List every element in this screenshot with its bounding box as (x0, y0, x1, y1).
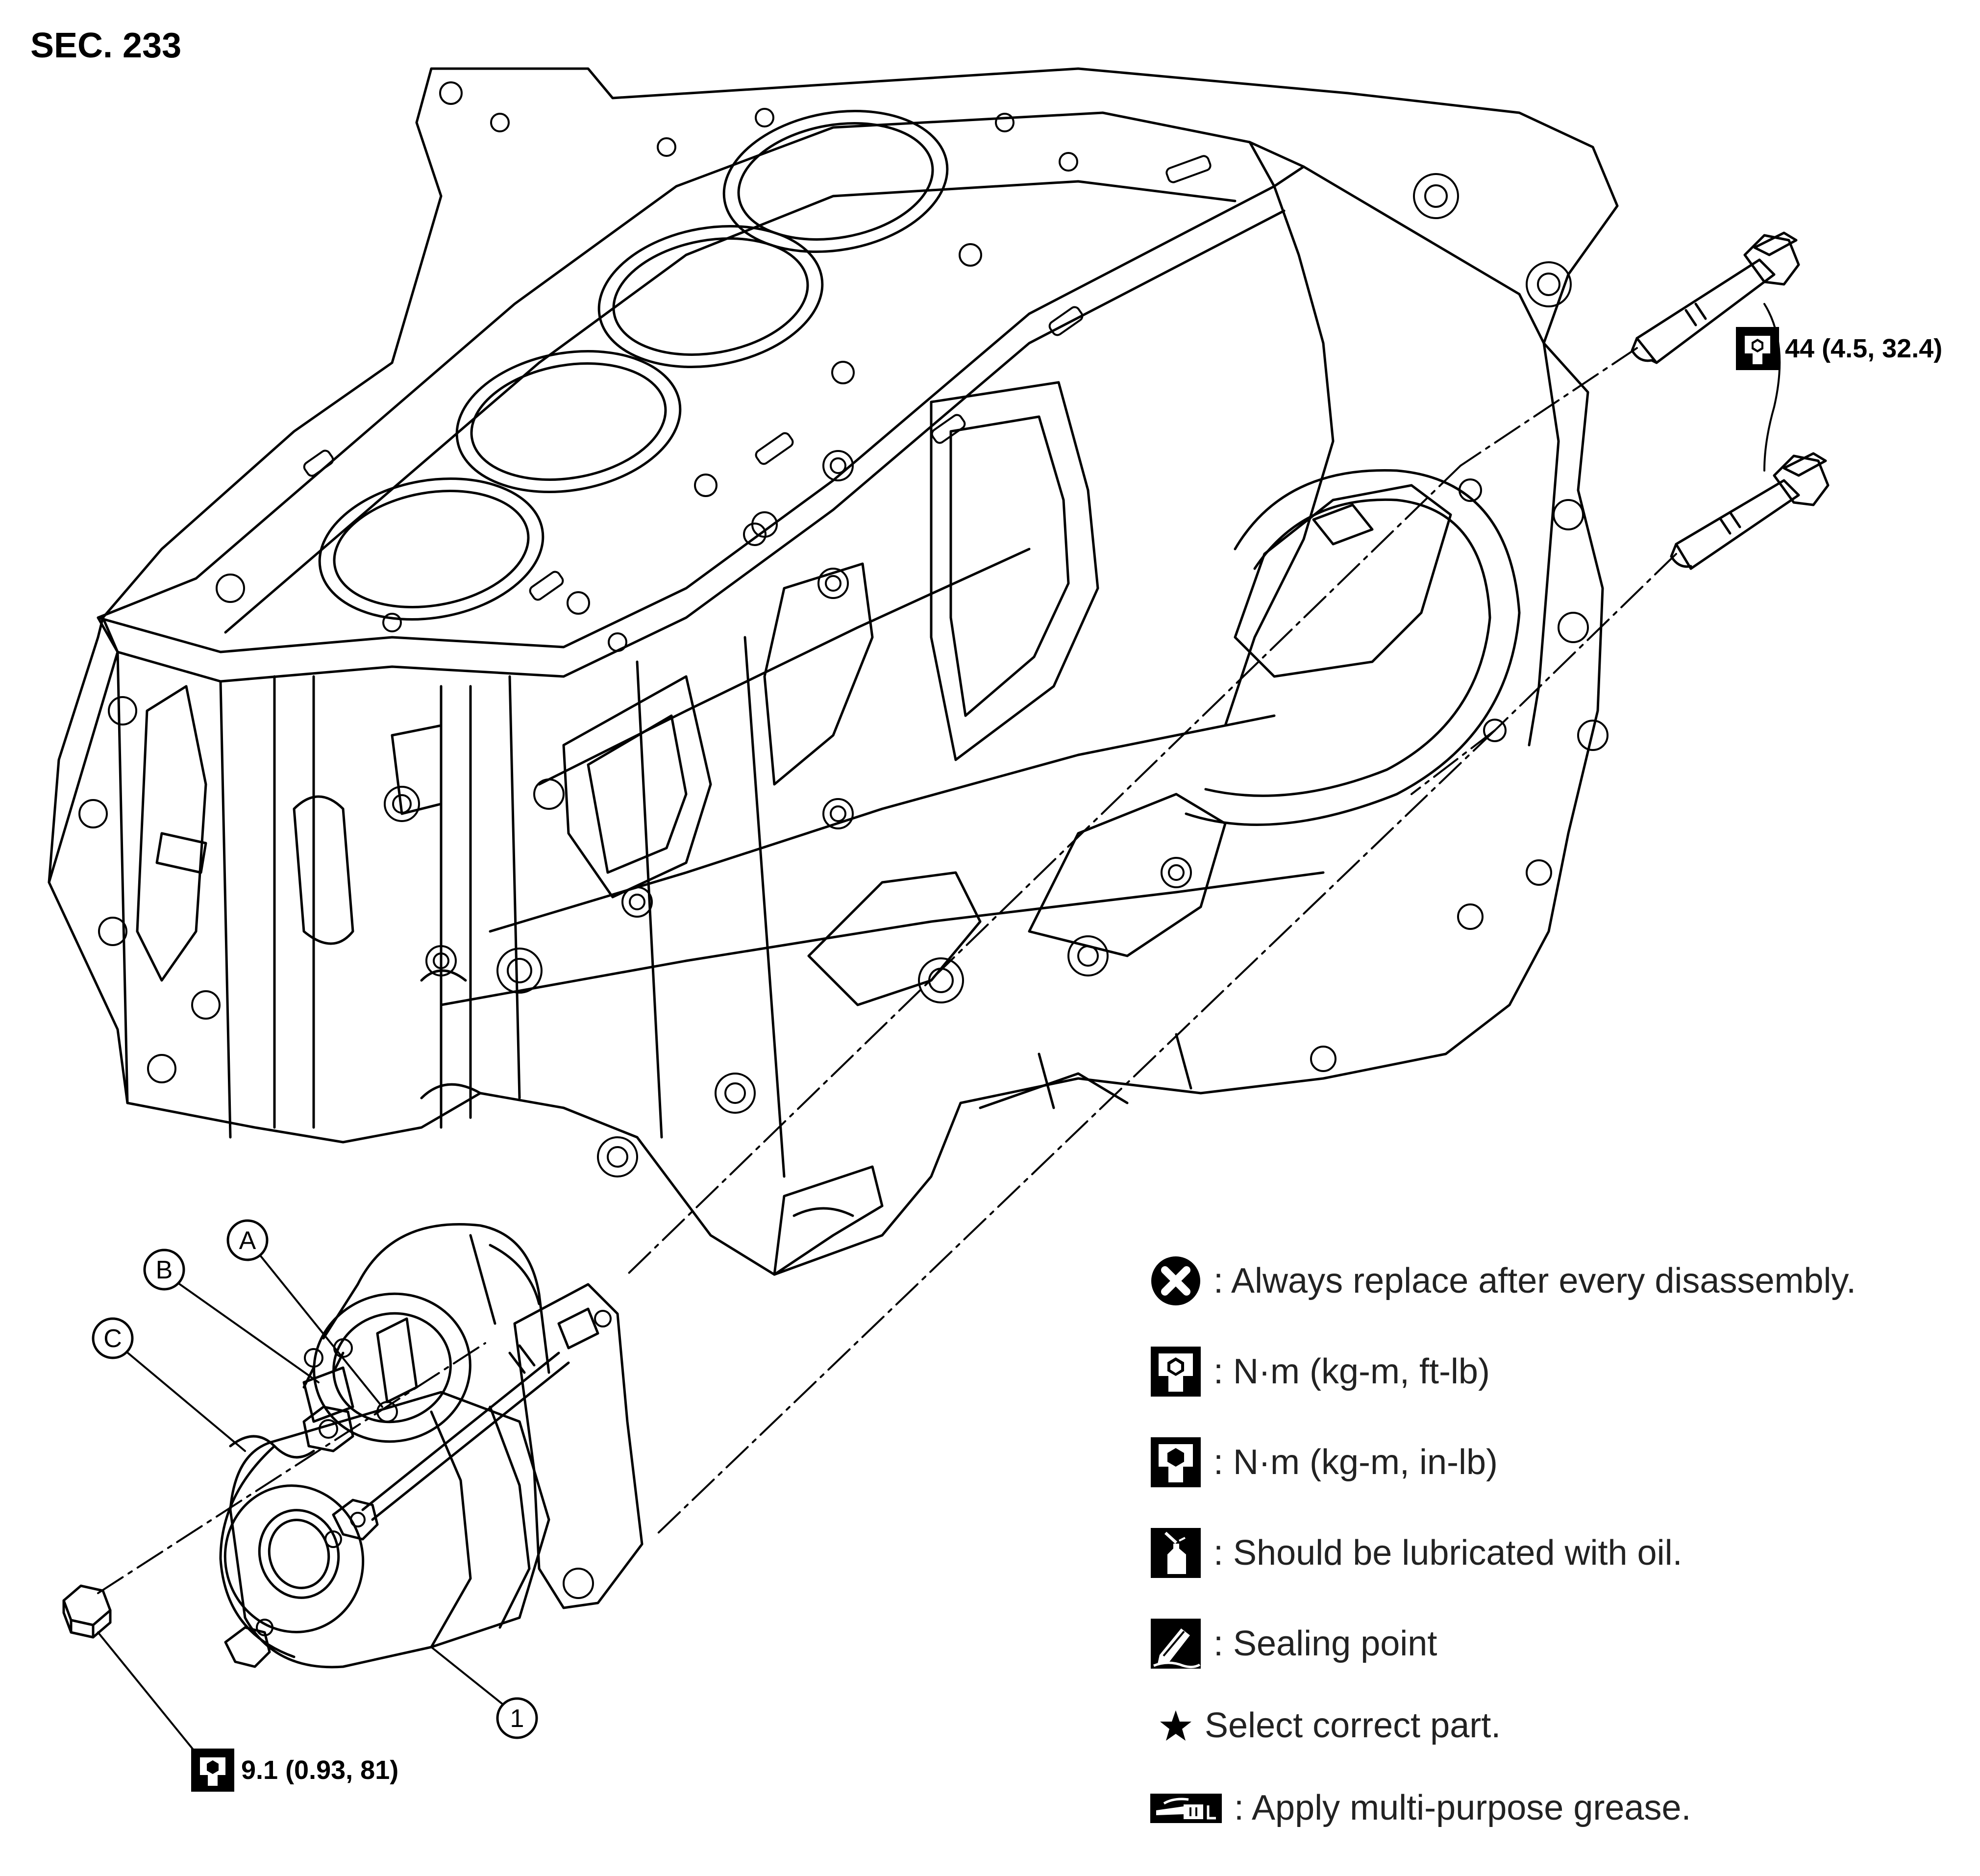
legend-text-torque-ftlb: : N·m (kg-m, ft-lb) (1213, 1351, 1490, 1391)
legend-text-replace: : Always replace after every disassembly… (1213, 1261, 1856, 1301)
lower-nut (62, 1584, 112, 1639)
legend-row-grease: : Apply multi-purpose grease. (1147, 1762, 1960, 1853)
torque-inlb-icon (191, 1749, 234, 1792)
legend-row-sealing: : Sealing point (1147, 1598, 1960, 1689)
always-replace-icon (1147, 1252, 1205, 1310)
callout-a: A (226, 1219, 269, 1261)
star-icon (1147, 1703, 1205, 1748)
symbol-legend: : Always replace after every disassembly… (1147, 1235, 1960, 1853)
legend-text-sealing: : Sealing point (1213, 1624, 1437, 1663)
legend-text-star: Select correct part. (1205, 1706, 1501, 1745)
callout-a-label: A (239, 1226, 256, 1255)
torque-ftlb-icon (1736, 327, 1779, 370)
lower-torque-spec: 9.1 (0.93, 81) (190, 1748, 398, 1793)
upper-torque-spec: 44 (4.5, 32.4) (1735, 326, 1942, 371)
legend-row-oil: : Should be lubricated with oil. (1147, 1507, 1960, 1598)
callout-c: C (92, 1317, 134, 1359)
callout-c-label: C (103, 1325, 122, 1353)
install-lines (97, 347, 1677, 1594)
grease-gun-icon (1147, 1779, 1225, 1837)
leader-lines (97, 1254, 506, 1751)
callout-b: B (143, 1249, 185, 1291)
torque-inlb-icon (1147, 1433, 1205, 1491)
torque-ftlb-icon (1147, 1343, 1205, 1401)
legend-text-grease: : Apply multi-purpose grease. (1234, 1788, 1691, 1827)
lower-torque-value: 9.1 (0.93, 81) (241, 1755, 399, 1785)
legend-text-torque-inlb: : N·m (kg-m, in-lb) (1213, 1442, 1498, 1482)
sealing-point-icon (1147, 1615, 1205, 1673)
upper-torque-value: 44 (4.5, 32.4) (1785, 334, 1943, 363)
legend-row-replace: : Always replace after every disassembly… (1147, 1235, 1960, 1326)
legend-row-star: Select correct part. (1147, 1689, 1960, 1762)
cylinder-block (48, 67, 1619, 1276)
legend-row-torque-inlb: : N·m (kg-m, in-lb) (1147, 1417, 1960, 1507)
callout-1: 1 (496, 1697, 538, 1739)
starter-motor (219, 1223, 644, 1669)
cylinder-bores (318, 109, 949, 621)
upper-bolt-2 (1670, 452, 1830, 570)
oil-can-icon (1147, 1524, 1205, 1582)
callout-1-label: 1 (510, 1704, 524, 1733)
legend-row-torque-ftlb: : N·m (kg-m, ft-lb) (1147, 1326, 1960, 1417)
legend-text-oil: : Should be lubricated with oil. (1213, 1533, 1683, 1573)
section-label: SEC. 233 (30, 26, 182, 65)
callout-b-label: B (156, 1256, 173, 1284)
